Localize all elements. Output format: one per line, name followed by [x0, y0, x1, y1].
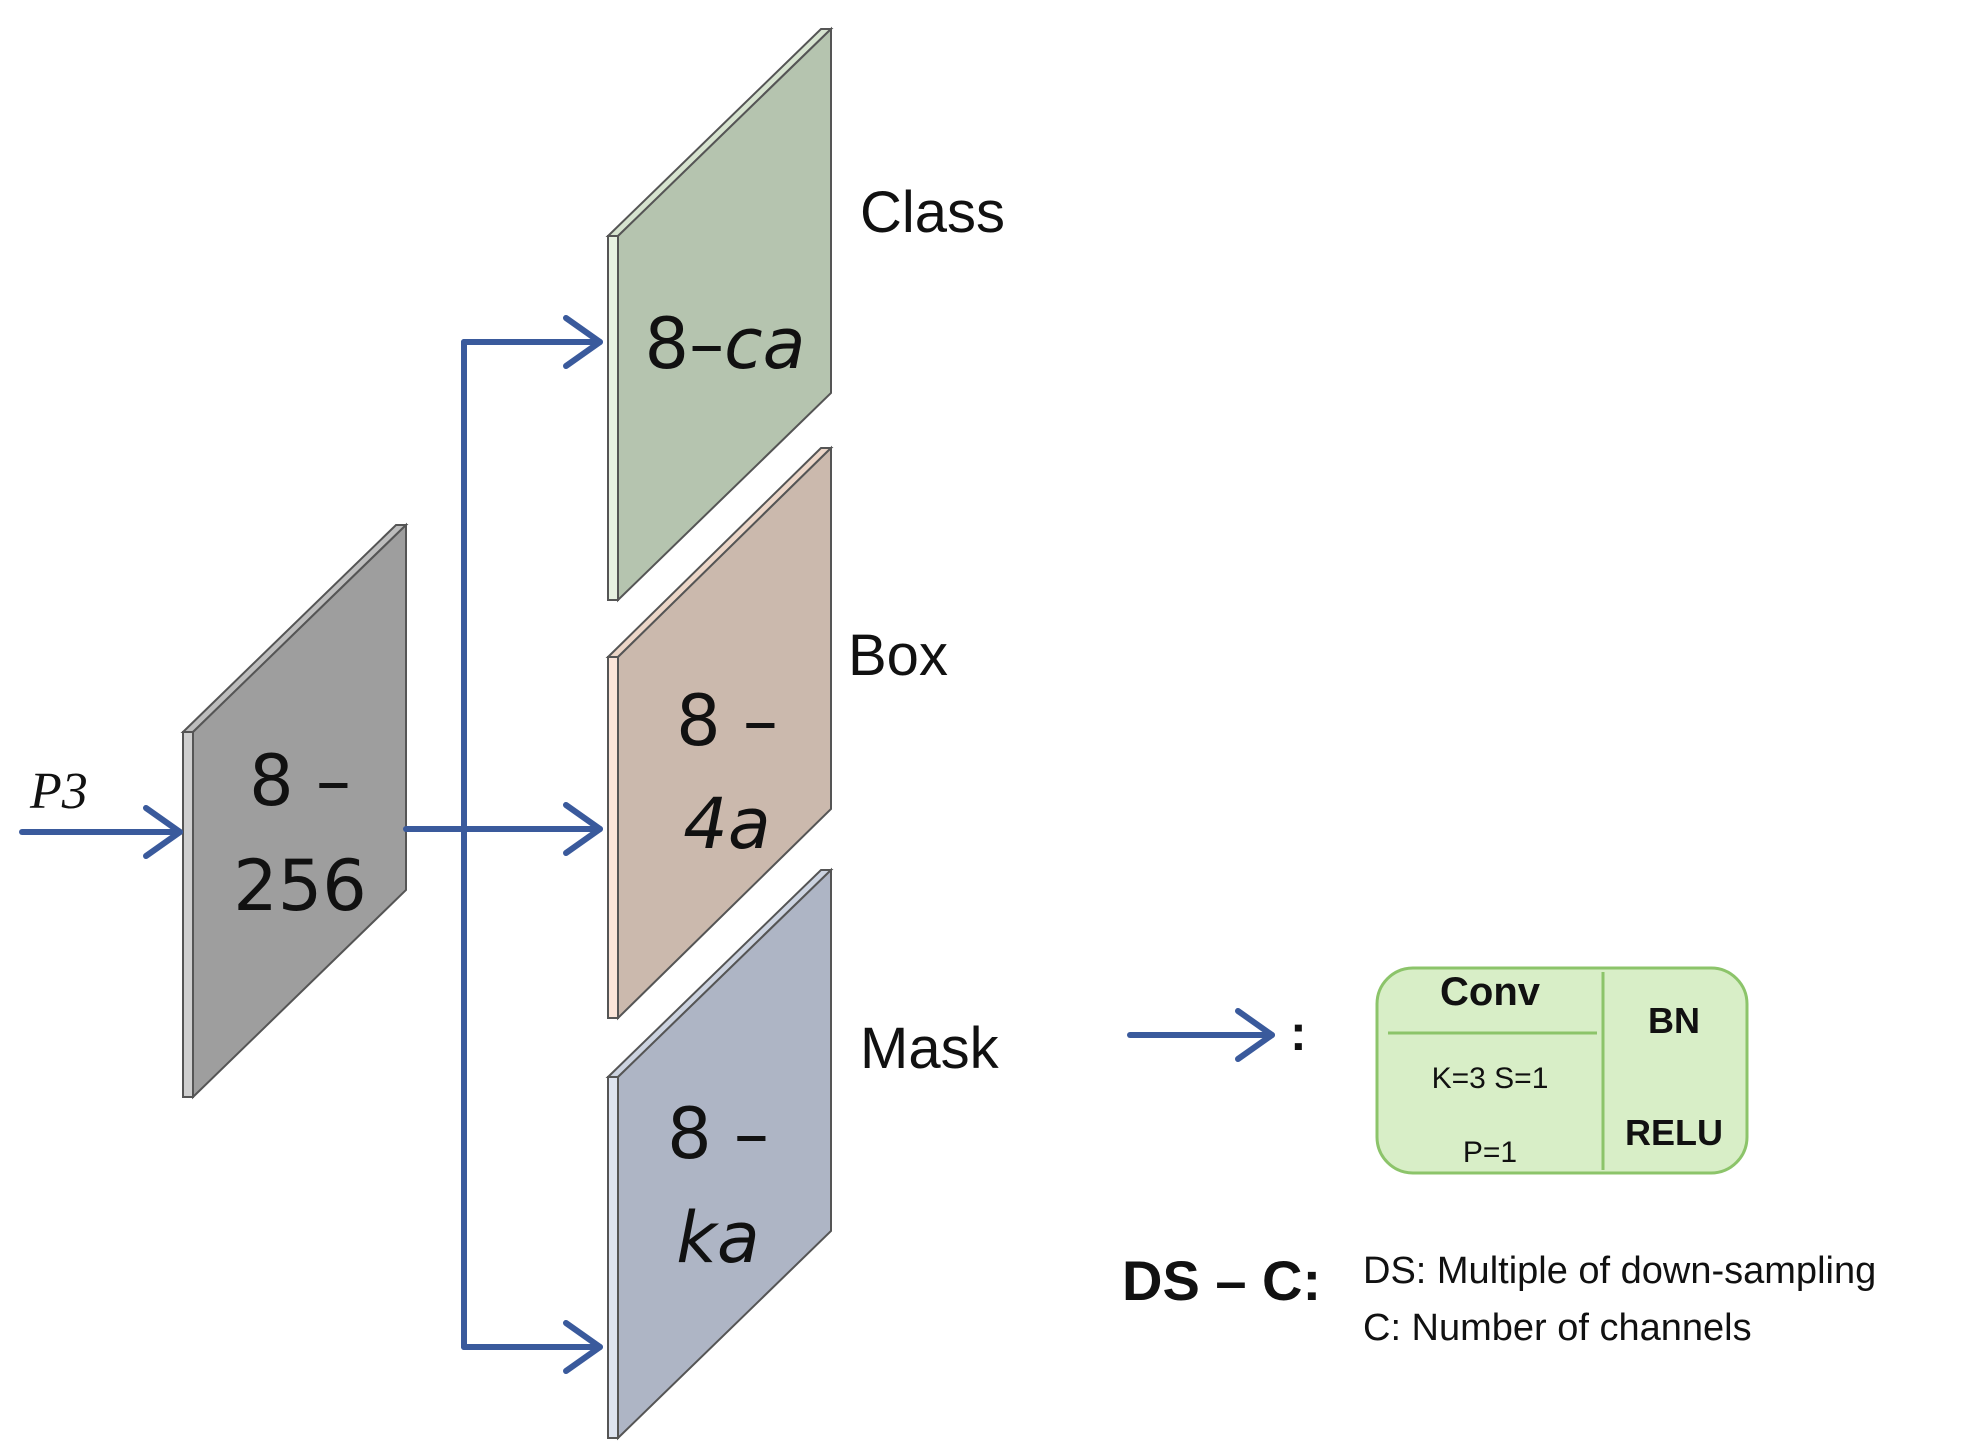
panel-box-line1: 8 – — [676, 680, 778, 762]
legend-ds-c: DS – C: — [1122, 1249, 1321, 1312]
input-label: P3 — [29, 763, 88, 820]
legend-params-2: P=1 — [1463, 1136, 1517, 1169]
legend-params-1: K=3 S=1 — [1432, 1062, 1549, 1095]
legend-block: Conv K=3 S=1 P=1 BN RELU — [1375, 966, 1749, 1175]
legend-bn: BN — [1648, 1000, 1700, 1041]
legend-relu: RELU — [1625, 1112, 1723, 1153]
panel-mask-line1: 8 – — [667, 1093, 769, 1175]
legend-c-desc: C: Number of channels — [1363, 1307, 1752, 1349]
panel-mask-face — [617, 867, 832, 1441]
panel-256-face — [192, 522, 407, 1100]
input-arrowhead — [143, 805, 183, 859]
label-box: Box — [848, 623, 948, 688]
label-mask: Mask — [860, 1016, 1000, 1081]
panel-class-face — [617, 26, 832, 603]
panel-256-line2: 256 — [233, 845, 367, 927]
branch-class-head — [563, 315, 603, 369]
panel-box-side — [607, 656, 619, 1019]
arrows — [19, 315, 1275, 1374]
legend-arrowhead — [1235, 1008, 1275, 1062]
panel-class-text-a: 8– — [645, 303, 725, 385]
panel-mask: 8 – ka — [605, 867, 834, 1441]
branch-mask-head — [563, 1320, 603, 1374]
panel-256-line1: 8 – — [249, 740, 351, 822]
panel-mask-side — [607, 1076, 619, 1439]
panel-mask-line2: ka — [676, 1197, 759, 1279]
panel-box-line2: 4a — [683, 783, 770, 865]
panel-box: 8 – 4a — [605, 445, 834, 1021]
branch-box-head — [563, 802, 603, 856]
panel-class: 8–ca — [605, 26, 834, 603]
panel-box-face — [617, 445, 832, 1021]
panel-class-text: 8–ca — [645, 303, 806, 385]
label-class: Class — [860, 180, 1005, 245]
legend-conv: Conv — [1440, 970, 1541, 1014]
panel-256: 8 – 256 — [180, 522, 409, 1100]
panel-256-side — [182, 731, 194, 1098]
panel-class-side — [607, 235, 619, 601]
legend-box — [1375, 966, 1749, 1175]
legend-ds-desc: DS: Multiple of down-sampling — [1363, 1250, 1876, 1292]
panel-class-text-b: ca — [724, 303, 805, 385]
legend-colon: : — [1290, 1005, 1307, 1061]
